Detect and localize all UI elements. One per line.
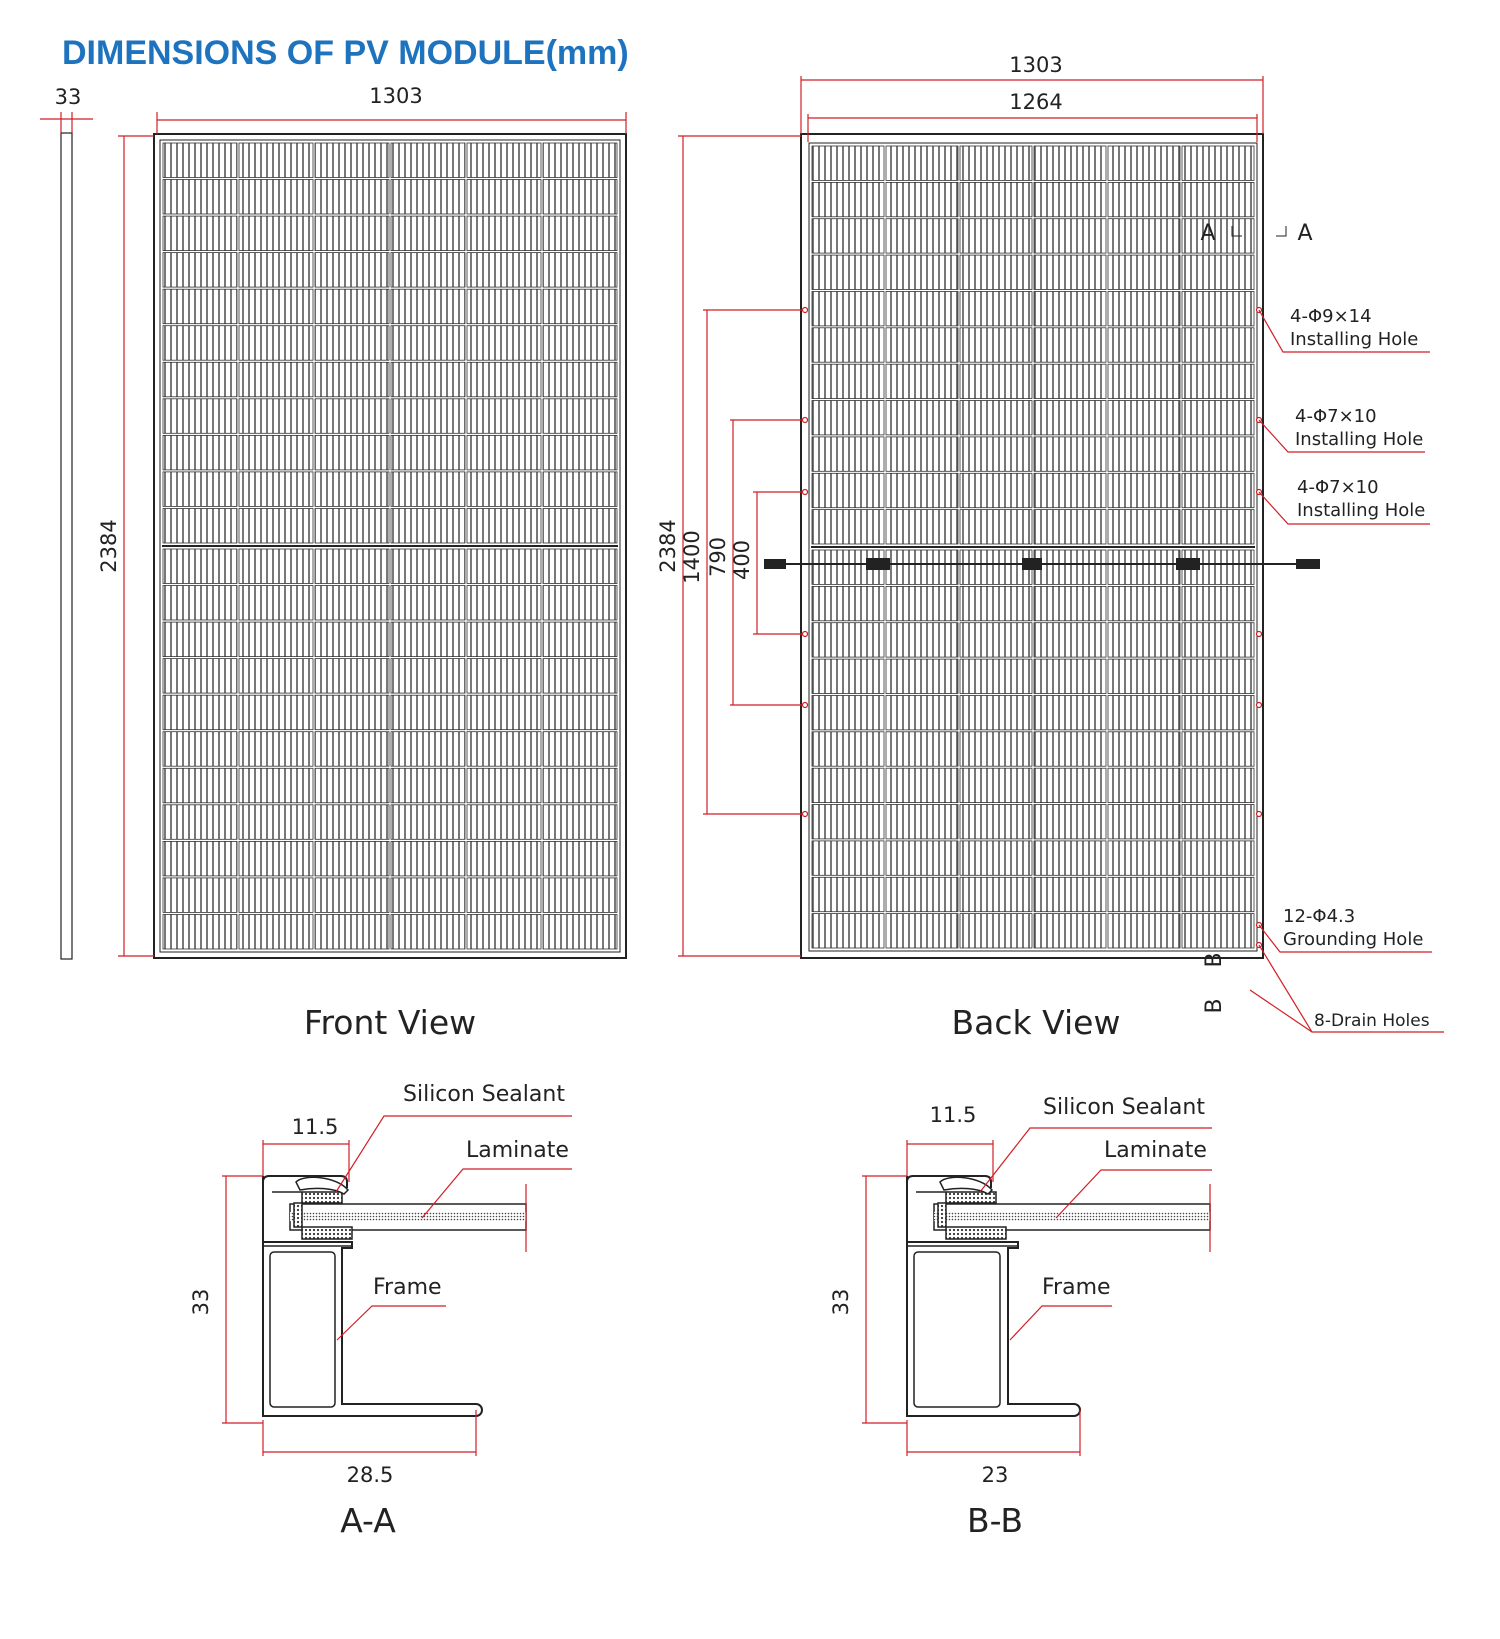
back-cell-grid bbox=[811, 145, 1255, 949]
front-view-caption: Front View bbox=[304, 1003, 476, 1042]
bb-frame-label: Frame bbox=[1042, 1275, 1111, 1300]
spacing-400-label: 400 bbox=[730, 540, 754, 580]
section-a-marker-left: A bbox=[1200, 221, 1215, 246]
front-view: 1303 2384 Front View bbox=[97, 84, 627, 1042]
bb-caption: B-B bbox=[967, 1501, 1023, 1540]
bb-laminate-label: Laminate bbox=[1104, 1138, 1207, 1163]
side-profile: 33 bbox=[40, 85, 93, 960]
bb-base-width-label: 23 bbox=[982, 1463, 1009, 1487]
callout-grounding-name: Grounding Hole bbox=[1283, 929, 1423, 950]
back-height-label: 2384 bbox=[656, 519, 680, 572]
front-cell-grid bbox=[162, 142, 618, 950]
back-view-caption: Back View bbox=[952, 1003, 1121, 1042]
section-a-marker-right: A bbox=[1297, 221, 1312, 246]
back-outer-width-label: 1303 bbox=[1009, 53, 1062, 77]
callout-hole-9x14-name: Installing Hole bbox=[1290, 329, 1418, 350]
aa-top-width-label: 11.5 bbox=[292, 1115, 339, 1139]
back-inner-width-label: 1264 bbox=[1009, 90, 1062, 114]
front-height-label: 2384 bbox=[97, 519, 121, 572]
aa-laminate-label: Laminate bbox=[466, 1138, 569, 1163]
back-view: 1303 1264 2384 1400 790 400 bbox=[656, 53, 1444, 1042]
callout-hole-7x10-b-name: Installing Hole bbox=[1297, 500, 1425, 521]
bb-sealant-label: Silicon Sealant bbox=[1043, 1095, 1205, 1120]
section-bb: 11.5 33 23 Silicon Sealant Laminate Fram… bbox=[829, 1095, 1212, 1540]
section-b-marker-top: B bbox=[1202, 952, 1227, 967]
section-aa: 11.5 33 28.5 Silicon Sealant Laminate Fr… bbox=[189, 1082, 572, 1540]
front-width-label: 1303 bbox=[369, 84, 422, 108]
junction-cable bbox=[764, 558, 1320, 570]
callout-hole-7x10-a-name: Installing Hole bbox=[1295, 429, 1423, 450]
callout-drain-holes: 8-Drain Holes bbox=[1314, 1011, 1430, 1031]
thickness-label: 33 bbox=[55, 85, 82, 109]
callout-hole-9x14-spec: 4-Φ9×14 bbox=[1290, 306, 1372, 327]
aa-caption: A-A bbox=[340, 1501, 396, 1540]
aa-frame-label: Frame bbox=[373, 1275, 442, 1300]
aa-sealant-label: Silicon Sealant bbox=[403, 1082, 565, 1107]
aa-base-width-label: 28.5 bbox=[347, 1463, 394, 1487]
bb-top-width-label: 11.5 bbox=[930, 1103, 977, 1127]
spacing-790-label: 790 bbox=[706, 537, 730, 577]
page-title: DIMENSIONS OF PV MODULE(mm) bbox=[62, 34, 629, 72]
bb-height-label: 33 bbox=[829, 1289, 853, 1316]
callout-grounding-spec: 12-Φ4.3 bbox=[1283, 906, 1355, 927]
aa-height-label: 33 bbox=[189, 1289, 213, 1316]
callout-hole-7x10-a-spec: 4-Φ7×10 bbox=[1295, 406, 1377, 427]
section-b-marker-bottom: B bbox=[1202, 998, 1227, 1013]
callout-hole-7x10-b-spec: 4-Φ7×10 bbox=[1297, 477, 1379, 498]
spacing-1400-label: 1400 bbox=[680, 530, 704, 583]
